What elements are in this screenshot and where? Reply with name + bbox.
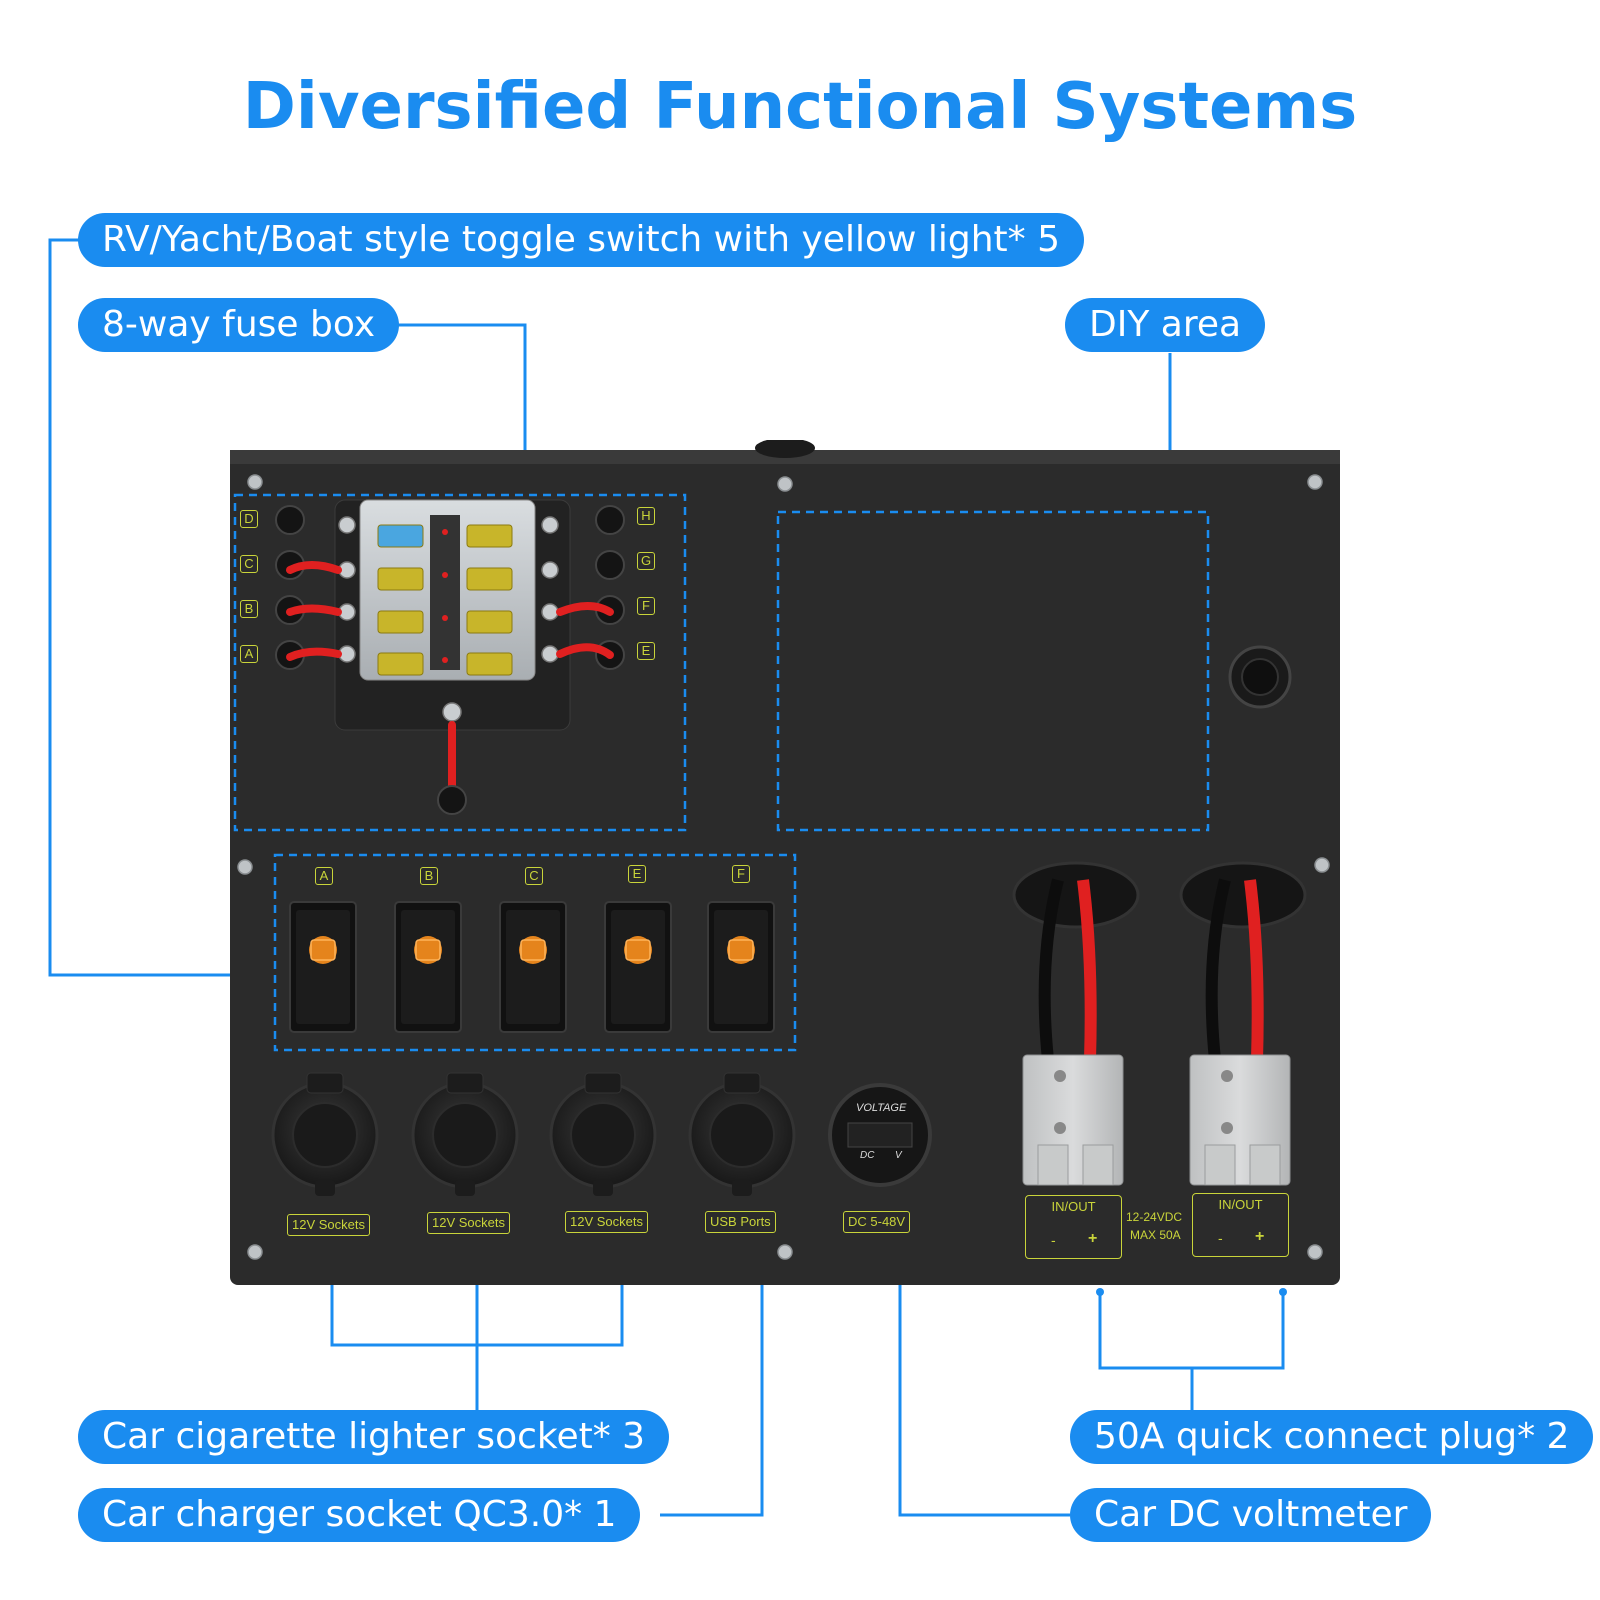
voltmeter-title: VOLTAGE [856,1102,907,1114]
voltmeter-callout-line [898,1270,1070,1517]
plug-2-minus: - [1218,1230,1223,1246]
toggle-switch-3[interactable] [499,901,567,1033]
toggle-switch-2[interactable] [394,901,462,1033]
usb-callout-line [660,1270,764,1517]
toggle-callout-line [48,238,280,977]
callout-cigarette-socket: Car cigarette lighter socket* 3 [78,1410,670,1464]
callout-diy-area: DIY area [1065,298,1266,352]
fuse-callout-line [395,323,527,505]
callout-toggle-switch: RV/Yacht/Boat style toggle switch with y… [78,213,1084,267]
socket-label-1: 12V Sockets [287,1214,370,1236]
toggle-switch-4[interactable] [604,901,672,1033]
usb-socket[interactable] [688,1072,796,1196]
cigarette-socket-2[interactable] [411,1072,519,1196]
terminal-label-b: B [240,600,258,618]
switch-label-a: A [315,867,333,885]
plug-label-1-box: IN/OUT - + [1025,1195,1122,1259]
terminal-label-g: G [637,552,655,570]
usb-ports-label: USB Ports [705,1211,776,1233]
switch-label-c: C [525,867,543,885]
terminal-label-e: E [637,642,655,660]
plug-label-2-box: IN/OUT - + [1192,1193,1289,1257]
page-title: Diversified Functional Systems [242,70,1358,144]
switch-label-e: E [628,865,646,883]
terminal-label-d: D [240,510,258,528]
terminal-label-f: F [637,597,655,615]
switch-label-b: B [420,867,438,885]
quick-connect-plug-1[interactable] [1012,861,1140,1186]
plug-2-plus: + [1255,1228,1265,1245]
cigarette-socket-1[interactable] [271,1072,379,1196]
terminal-label-a: A [240,645,258,663]
socket-label-3: 12V Sockets [565,1211,648,1233]
plug-1-plus: + [1088,1230,1098,1247]
control-panel: D C B A H G F E A B C E F 12V Sockets 12… [230,440,1340,1285]
voltmeter-range-label: DC 5-48V [843,1211,911,1233]
callout-quick-plug: 50A quick connect plug* 2 [1070,1410,1594,1464]
plug-label-1: IN/OUT [1051,1199,1096,1214]
terminal-label-h: H [637,507,655,525]
plug-1-minus: - [1051,1232,1056,1248]
switch-label-f: F [732,865,750,883]
terminal-label-c: C [240,555,258,573]
callout-fuse-box: 8-way fuse box [78,298,400,352]
socket-label-2: 12V Sockets [427,1212,510,1234]
toggle-switch-5[interactable] [707,901,775,1033]
voltmeter-v: V [895,1150,902,1161]
voltmeter-dc: DC [860,1150,875,1161]
cigarette-socket-3[interactable] [549,1072,657,1196]
callout-charger-socket: Car charger socket QC3.0* 1 [78,1488,641,1542]
plug-label-2: IN/OUT [1218,1197,1263,1212]
plugs-callout-line [1098,1290,1285,1370]
rating-line-1: 12-24VDC [1126,1210,1183,1224]
toggle-switch-1[interactable] [289,901,357,1033]
quick-connect-plug-2[interactable] [1179,861,1307,1186]
rating-line-2: MAX 50A [1130,1228,1181,1242]
panel-graphic [230,440,1340,1285]
callout-voltmeter: Car DC voltmeter [1070,1488,1432,1542]
